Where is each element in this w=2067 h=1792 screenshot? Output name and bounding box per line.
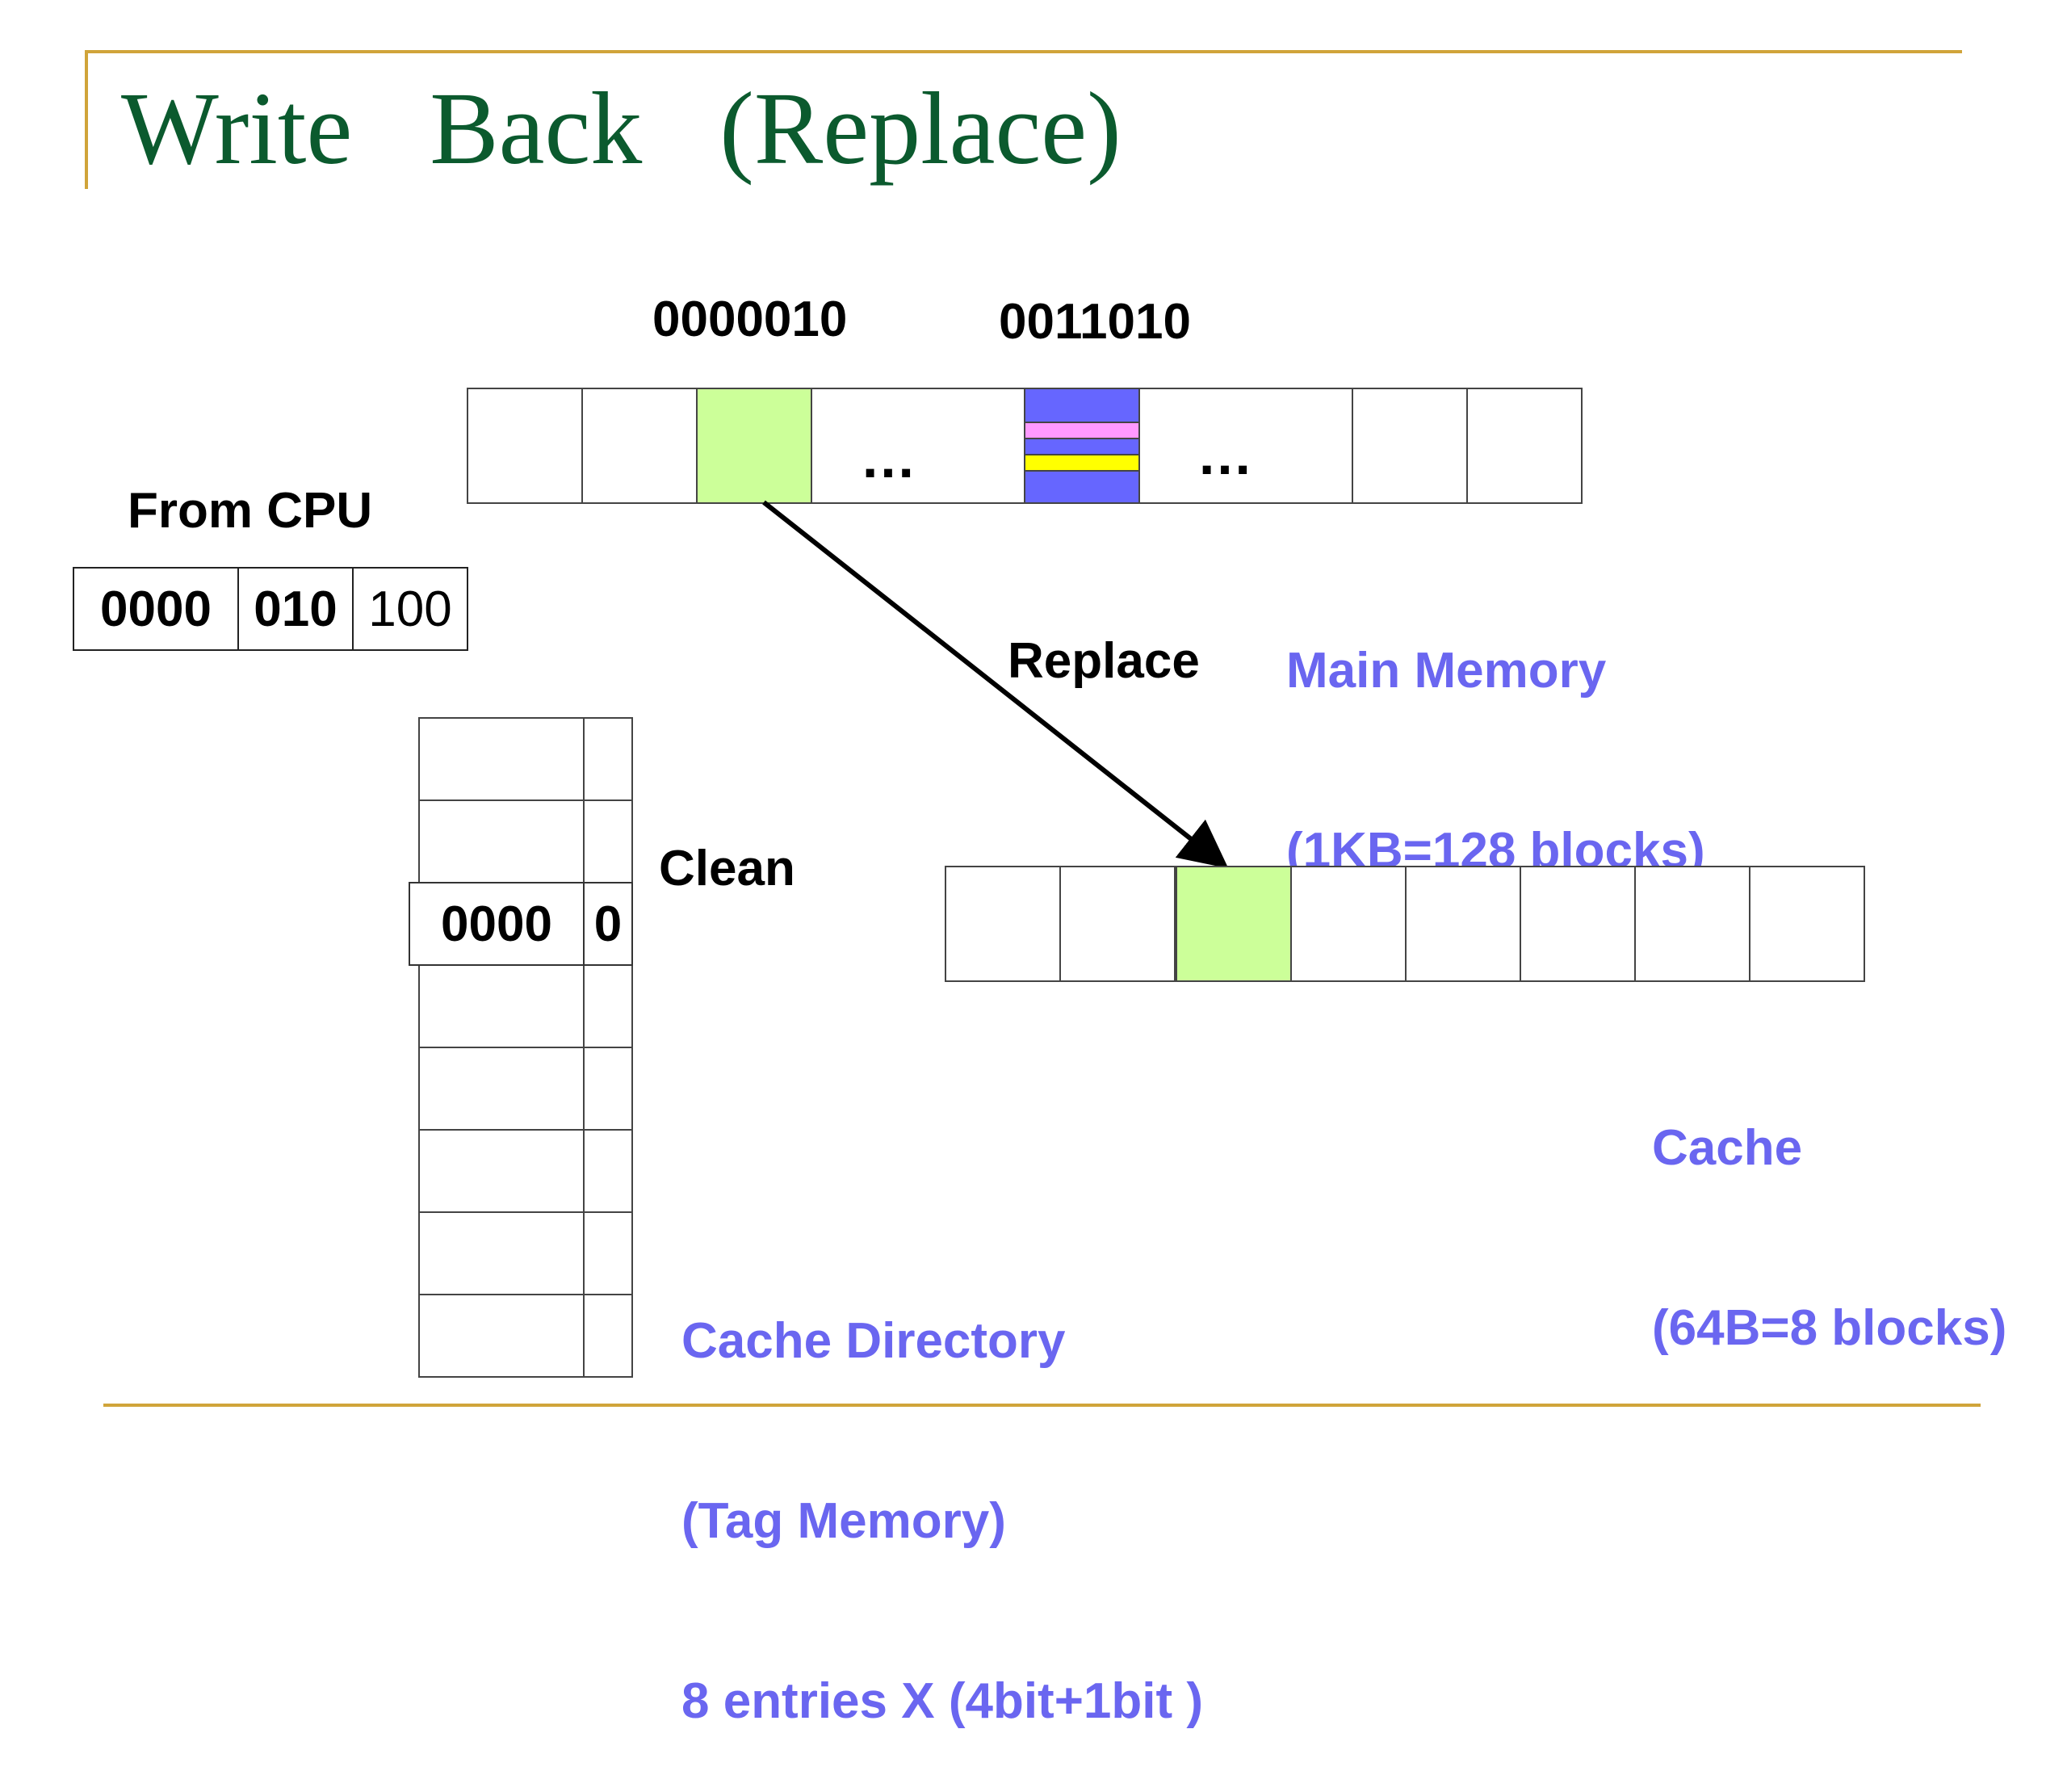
memory-block — [1466, 388, 1583, 504]
cache-block-highlighted — [1176, 866, 1292, 982]
directory-bit-cell — [583, 1211, 633, 1295]
directory-tag-cell — [418, 1211, 585, 1295]
directory-bit-cell — [583, 964, 633, 1048]
cpu-address-offset: 100 — [352, 567, 468, 651]
cache-block — [1290, 866, 1407, 982]
yellow-stripe — [1025, 454, 1138, 472]
cpu-address-index: 010 — [237, 567, 354, 651]
memory-block — [1352, 388, 1468, 504]
cache-block — [1749, 866, 1865, 982]
memory-ellipsis: … — [860, 426, 916, 489]
directory-tag-cell — [418, 1129, 585, 1213]
directory-tag-cell — [418, 1047, 585, 1131]
directory-tag-cell — [418, 964, 585, 1048]
memory-block — [467, 388, 583, 504]
pink-stripe — [1025, 422, 1138, 439]
from-cpu-label: From CPU — [128, 483, 373, 539]
slide-title: Write Back (Replace) — [121, 71, 1122, 186]
memory-address-right: 0011010 — [999, 294, 1191, 350]
replace-arrow — [762, 500, 1229, 869]
directory-tag-cell — [418, 799, 585, 883]
directory-bit-cell — [583, 1047, 633, 1131]
clean-label: Clean — [659, 841, 795, 896]
cache-block — [1520, 866, 1636, 982]
directory-entry-tag: 0000 — [409, 882, 585, 966]
replace-label: Replace — [1008, 633, 1200, 689]
title-side-rule — [85, 50, 88, 189]
cache-block — [1405, 866, 1521, 982]
directory-bit-cell — [583, 1294, 633, 1378]
directory-bit-cell — [583, 1129, 633, 1213]
cpu-address-tag: 0000 — [73, 567, 239, 651]
top-rule — [85, 50, 1962, 53]
memory-address-left: 0000010 — [652, 292, 848, 347]
directory-tag-cell — [418, 1294, 585, 1378]
memory-block-highlighted — [696, 388, 812, 504]
memory-ellipsis: … — [1197, 423, 1253, 486]
cache-label: Cache (64B=8 blocks) — [1652, 1119, 2007, 1356]
directory-tag-cell — [418, 717, 585, 801]
bottom-rule — [103, 1404, 1981, 1407]
memory-block-dirty — [1024, 388, 1140, 504]
directory-bit-cell — [583, 799, 633, 883]
cache-directory-label: Cache Directory (Tag Memory) 8 entries X… — [681, 1312, 1204, 1730]
memory-block — [581, 388, 698, 504]
directory-entry-bit: 0 — [583, 882, 633, 966]
cache-block — [945, 866, 1061, 982]
cache-block — [1059, 866, 1176, 982]
memory-gap — [811, 388, 1025, 504]
cache-block — [1634, 866, 1750, 982]
directory-bit-cell — [583, 717, 633, 801]
